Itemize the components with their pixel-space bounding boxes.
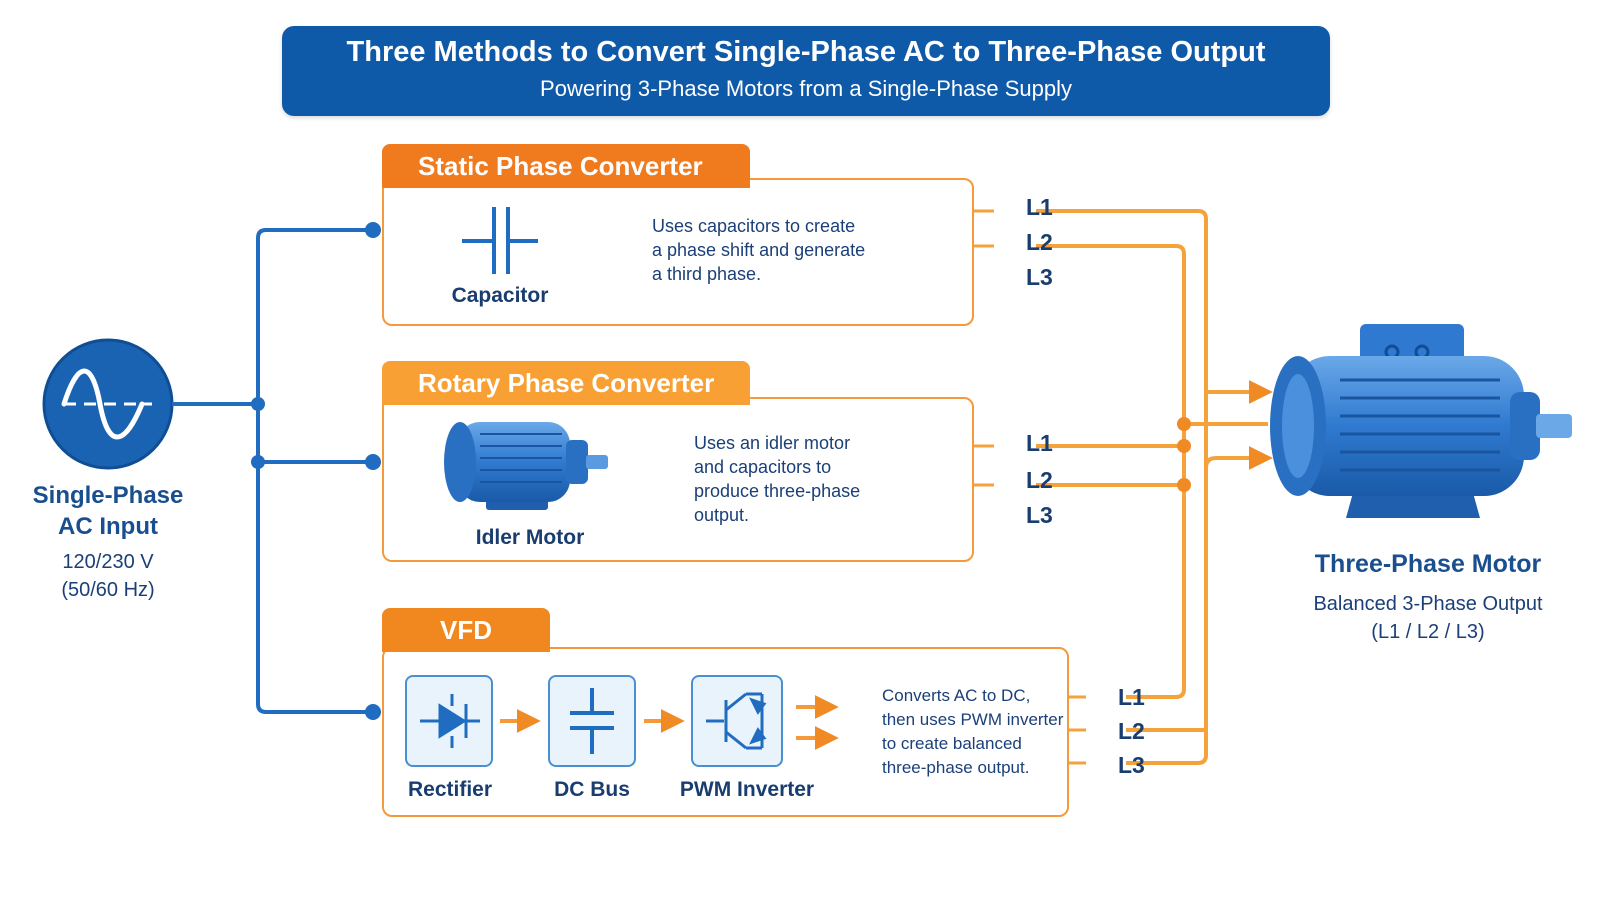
input-title: Single-Phase AC Input — [8, 480, 208, 542]
sine-wave-icon — [42, 338, 174, 470]
vfd-desc-line: Converts AC to DC, — [882, 686, 1031, 705]
input-voltage: 120/230 V — [62, 551, 154, 573]
static-converter-description: Uses capacitors to create a phase shift … — [652, 214, 952, 286]
rotary-converter-title: Rotary Phase Converter — [382, 361, 750, 405]
input-junctions — [251, 222, 381, 720]
vfd-desc-line: three-phase output. — [882, 758, 1030, 777]
inverter-icon — [706, 692, 767, 750]
vfd-title: VFD — [382, 608, 550, 652]
rotary-l1: L1 — [1026, 430, 1053, 456]
output-wiring — [1036, 209, 1273, 765]
static-l3: L3 — [1026, 264, 1053, 290]
motor-subtitle-line2: (L1 / L2 / L3) — [1371, 621, 1485, 643]
static-converter-card — [382, 178, 974, 326]
rectifier-icon — [420, 694, 480, 748]
rectifier-block — [405, 675, 493, 767]
rotary-converter-description: Uses an idler motor and capacitors to pr… — [694, 431, 954, 527]
input-title-line2: AC Input — [58, 513, 158, 540]
motor-subtitle: Balanced 3-Phase Output (L1 / L2 / L3) — [1288, 590, 1568, 646]
input-title-line1: Single-Phase — [32, 482, 184, 509]
static-desc-line: a third phase. — [652, 264, 762, 284]
vfd-l1: L1 — [1118, 684, 1145, 710]
rotary-l3: L3 — [1026, 502, 1053, 528]
pwm-inverter-label: PWM Inverter — [679, 778, 815, 801]
rotary-l2: L2 — [1026, 467, 1053, 493]
vfd-desc-line: then uses PWM inverter — [882, 710, 1064, 729]
input-specs: 120/230 V (50/60 Hz) — [8, 548, 208, 604]
motor-subtitle-line1: Balanced 3-Phase Output — [1313, 593, 1543, 615]
vfd-description: Converts AC to DC, then uses PWM inverte… — [882, 684, 1082, 780]
vfd-flow-arrows — [500, 695, 839, 750]
idler-motor-icon — [444, 422, 608, 510]
rotary-desc-line: output. — [694, 505, 750, 525]
title-banner — [282, 26, 1330, 116]
rotary-desc-line: Uses an idler motor — [694, 433, 851, 453]
vfd-l3: L3 — [1118, 752, 1145, 778]
motor-title: Three-Phase Motor — [1314, 550, 1542, 578]
three-phase-motor-icon — [1270, 324, 1572, 518]
rotary-desc-line: and capacitors to — [694, 457, 832, 477]
diagram-subtitle: Powering 3-Phase Motors from a Single-Ph… — [540, 76, 1072, 101]
capacitor-icon — [462, 207, 538, 274]
input-frequency: (50/60 Hz) — [61, 579, 155, 601]
output-junctions — [1177, 417, 1191, 492]
dc-bus-label: DC Bus — [554, 778, 630, 801]
static-l1: L1 — [1026, 194, 1053, 220]
input-wiring — [172, 228, 372, 714]
static-l2: L2 — [1026, 229, 1053, 255]
vfd-l2: L2 — [1118, 718, 1145, 744]
static-desc-line: a phase shift and generate — [652, 240, 866, 260]
rectifier-label: Rectifier — [407, 778, 493, 801]
static-desc-line: Uses capacitors to create — [652, 216, 856, 236]
vfd-desc-line: to create balanced — [882, 734, 1022, 753]
rotary-desc-line: produce three-phase — [694, 481, 861, 501]
diagram-title: Three Methods to Convert Single-Phase AC… — [346, 36, 1266, 68]
capacitor-label: Capacitor — [451, 284, 549, 307]
static-converter-title: Static Phase Converter — [382, 144, 750, 188]
idler-motor-label: Idler Motor — [475, 526, 585, 549]
dc-bus-icon — [570, 688, 614, 754]
l-stubs — [974, 209, 1086, 765]
